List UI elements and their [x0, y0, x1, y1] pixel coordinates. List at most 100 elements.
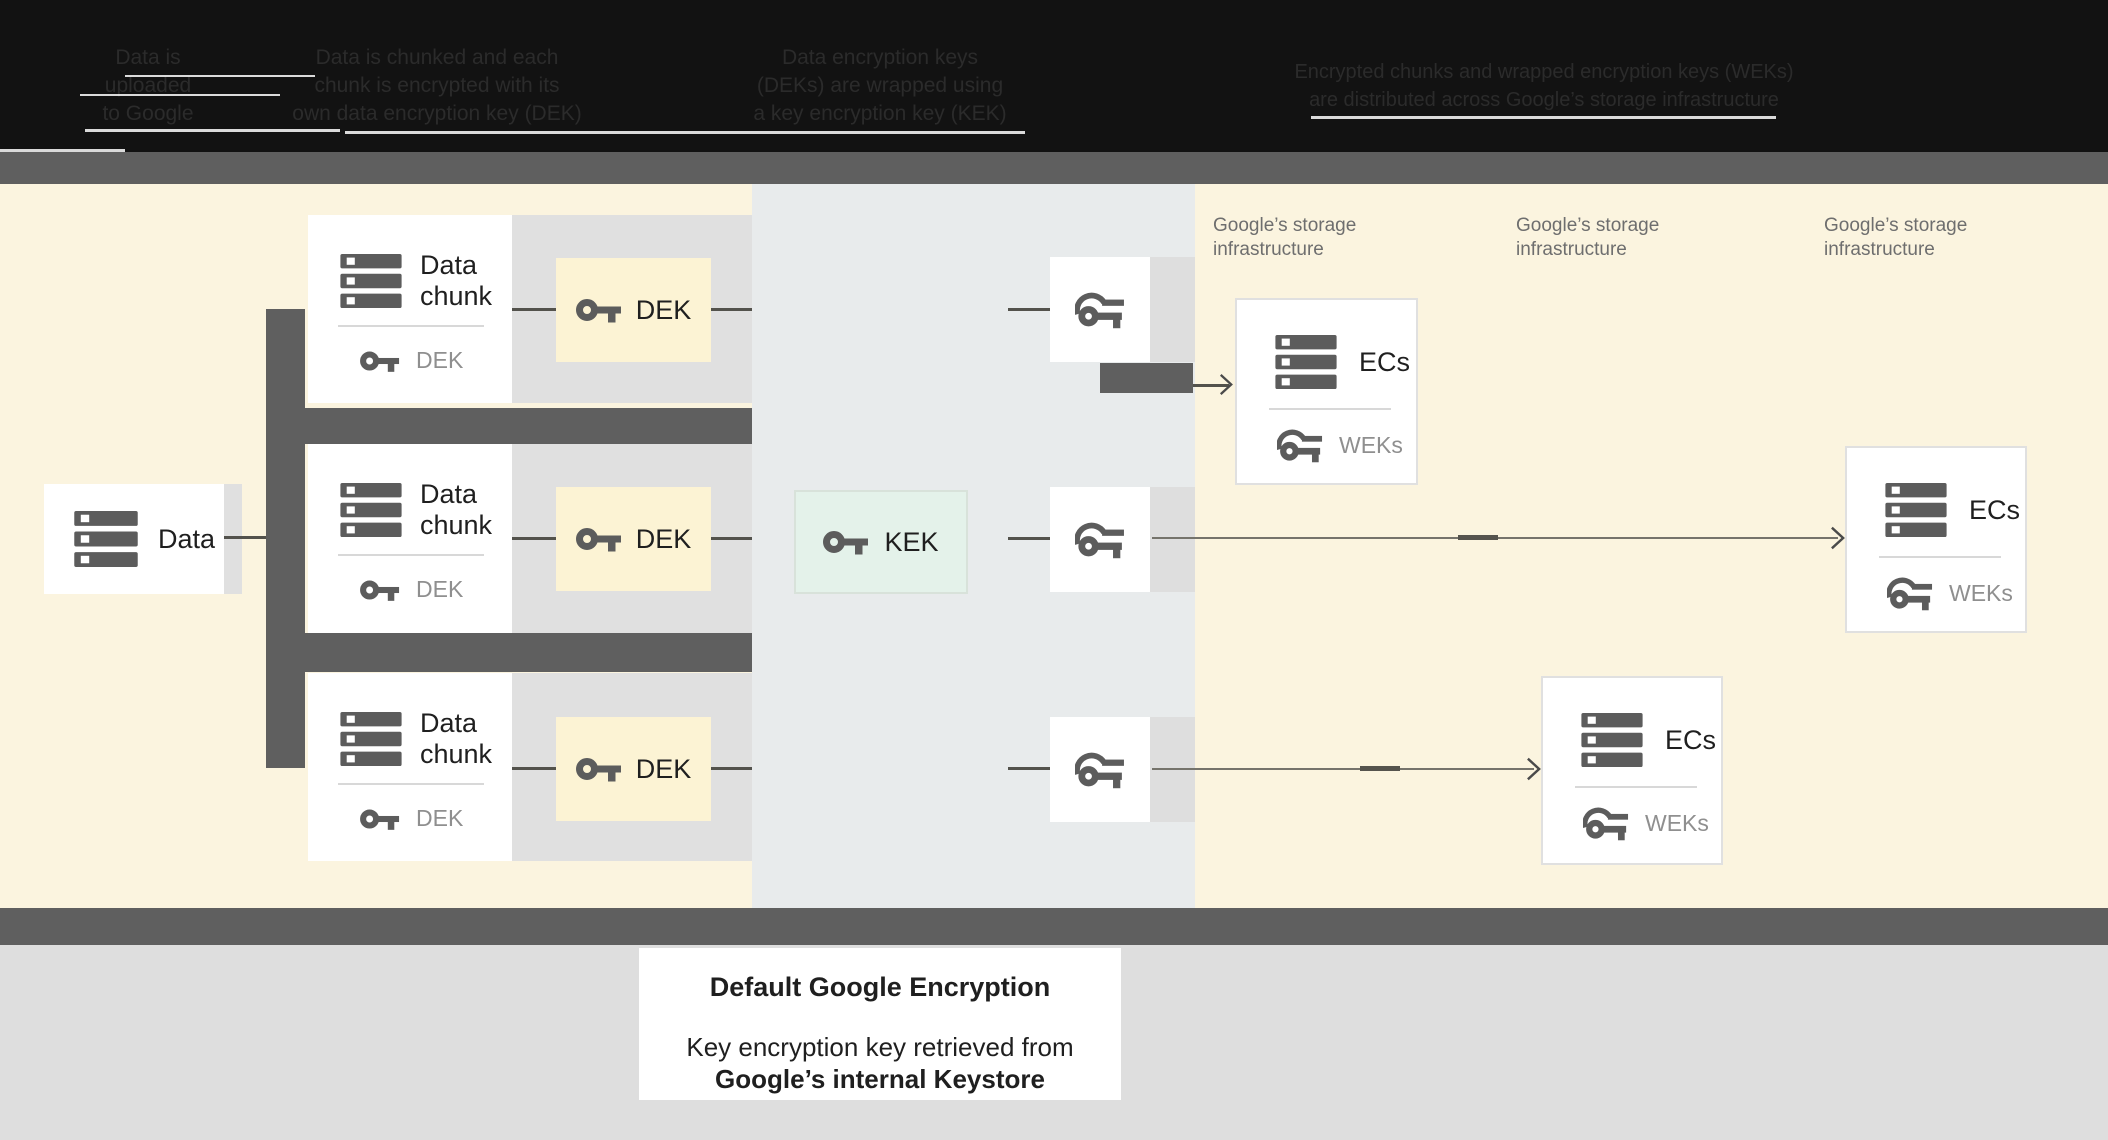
- encrypted-chunks-icon: [1581, 713, 1643, 767]
- kek-box: KEK: [794, 490, 968, 594]
- data-chunk-box: Data chunk DEK: [308, 215, 512, 403]
- divider-band-bottom: [0, 908, 2108, 945]
- weks-sub-label: WEKs: [1339, 432, 1403, 458]
- redaction-artifact-line: [345, 131, 1025, 134]
- encrypted-chunks-box: ECs WEKs: [1541, 676, 1723, 865]
- wrapped-key-icon: [1887, 576, 1933, 611]
- redaction-artifact-line: [1311, 116, 1776, 119]
- ecs-label: ECs: [1969, 494, 2021, 525]
- top-banner: Data is uploaded to Google Data is chunk…: [0, 0, 2108, 152]
- connector-line: [1008, 308, 1050, 311]
- storage-infrastructure-label: Google’s storage infrastructure: [1213, 214, 1356, 262]
- key-icon: [360, 577, 400, 603]
- redaction-artifact-line: [80, 94, 280, 96]
- connector-line: [512, 537, 556, 540]
- banner-step-3: Data encryption keys (DEKs) are wrapped …: [712, 44, 1048, 128]
- wrap-key-track: [1150, 257, 1195, 362]
- dek-box: DEK: [556, 258, 711, 362]
- divider: [1879, 556, 2001, 558]
- storage-label-line: infrastructure: [1213, 239, 1324, 260]
- encrypted-chunks-icon: [1275, 335, 1337, 389]
- data-box-track: [224, 484, 242, 594]
- dek-sub-label: DEK: [416, 347, 464, 373]
- kek-box-label: KEK: [884, 526, 939, 557]
- fork-band: [266, 408, 752, 444]
- divider: [1575, 786, 1697, 788]
- data-chunk-box: Data chunk DEK: [308, 444, 512, 633]
- storage-label-line: infrastructure: [1516, 239, 1627, 260]
- banner-text: Data is chunked and each: [315, 46, 559, 69]
- dek-box-label: DEK: [635, 294, 692, 325]
- key-icon: [360, 806, 400, 832]
- data-chunk-box: Data chunk DEK: [308, 673, 512, 861]
- banner-text: a key encryption key (KEK): [753, 102, 1007, 125]
- wrapped-key-icon: [1075, 521, 1125, 559]
- redaction-artifact-line: [85, 129, 340, 132]
- wrapped-key-icon: [1075, 291, 1125, 329]
- redaction-artifact-line: [125, 75, 315, 77]
- wrapped-key-icon: [1583, 806, 1629, 841]
- encrypted-chunks-box: ECs WEKs: [1845, 446, 2027, 633]
- fork-bracket: [266, 309, 305, 768]
- encrypted-chunks-icon: [1885, 483, 1947, 537]
- wrap-key-track: [1150, 487, 1195, 592]
- connector-line: [512, 767, 556, 770]
- storage-infrastructure-label: Google’s storage infrastructure: [1516, 214, 1659, 262]
- arrow-line: [1193, 384, 1229, 387]
- caption-title: Default Google Encryption: [709, 972, 1051, 1002]
- ecs-label: ECs: [1359, 346, 1411, 377]
- banner-text: (DEKs) are wrapped using: [756, 74, 1004, 97]
- banner-text: chunk is encrypted with its: [314, 74, 560, 97]
- data-chunk-icon: [340, 483, 402, 537]
- key-icon: [576, 295, 622, 325]
- wrapped-key-icon: [1277, 428, 1323, 463]
- data-box: Data: [44, 484, 224, 594]
- storage-label-line: infrastructure: [1824, 239, 1935, 260]
- ecs-label: ECs: [1665, 724, 1717, 755]
- dek-box: DEK: [556, 717, 711, 821]
- connector-line: [711, 308, 752, 311]
- fork-band: [266, 633, 752, 672]
- data-chunk-label: Data chunk: [420, 250, 493, 311]
- weks-sub-label: WEKs: [1949, 580, 2013, 606]
- wrap-key-box: [1050, 717, 1150, 822]
- key-icon: [823, 527, 869, 557]
- dek-sub-label: DEK: [416, 805, 464, 831]
- divider-band-top: [0, 152, 2108, 184]
- arrow-line: [1152, 768, 1534, 770]
- divider: [338, 554, 484, 556]
- banner-step-1: Data is uploaded to Google: [40, 44, 256, 128]
- data-chunk-icon: [340, 254, 402, 308]
- storage-label-line: Google’s storage: [1824, 215, 1968, 236]
- banner-text: are distributed across Google’s storage …: [1309, 89, 1779, 111]
- storage-label-line: Google’s storage: [1213, 215, 1357, 236]
- data-box-label: Data: [158, 523, 216, 554]
- caption-body-line: Key encryption key retrieved from: [686, 1032, 1074, 1062]
- wrapped-key-icon: [1075, 751, 1125, 789]
- flow-bar: [1100, 363, 1193, 393]
- data-chunk-label: Data chunk: [420, 479, 493, 540]
- banner-text: Encrypted chunks and wrapped encryption …: [1294, 61, 1794, 83]
- connector-line: [512, 308, 556, 311]
- wrap-key-box: [1050, 257, 1150, 362]
- encrypted-chunks-box: ECs WEKs: [1235, 298, 1418, 485]
- data-chunk-label: Data chunk: [420, 708, 493, 769]
- arrow-head: [1830, 525, 1845, 551]
- banner-text: Data encryption keys: [781, 46, 979, 69]
- connector-line: [711, 537, 752, 540]
- storage-infrastructure-label: Google’s storage infrastructure: [1824, 214, 1967, 262]
- connector-line: [224, 536, 266, 539]
- banner-step-4: Encrypted chunks and wrapped encryption …: [1274, 58, 1814, 114]
- dek-box-label: DEK: [635, 523, 692, 554]
- data-icon: [74, 511, 138, 567]
- key-icon: [576, 524, 622, 554]
- dek-sub-label: DEK: [416, 576, 464, 602]
- data-chunk-icon: [340, 712, 402, 766]
- caption-box: Default Google Encryption Key encryption…: [639, 948, 1121, 1100]
- divider: [338, 783, 484, 785]
- dek-box-label: DEK: [635, 753, 692, 784]
- banner-text: to Google: [102, 102, 194, 125]
- connector-line: [1008, 537, 1050, 540]
- caption-body-line: Google’s internal Keystore: [715, 1064, 1045, 1094]
- connector-line: [711, 767, 752, 770]
